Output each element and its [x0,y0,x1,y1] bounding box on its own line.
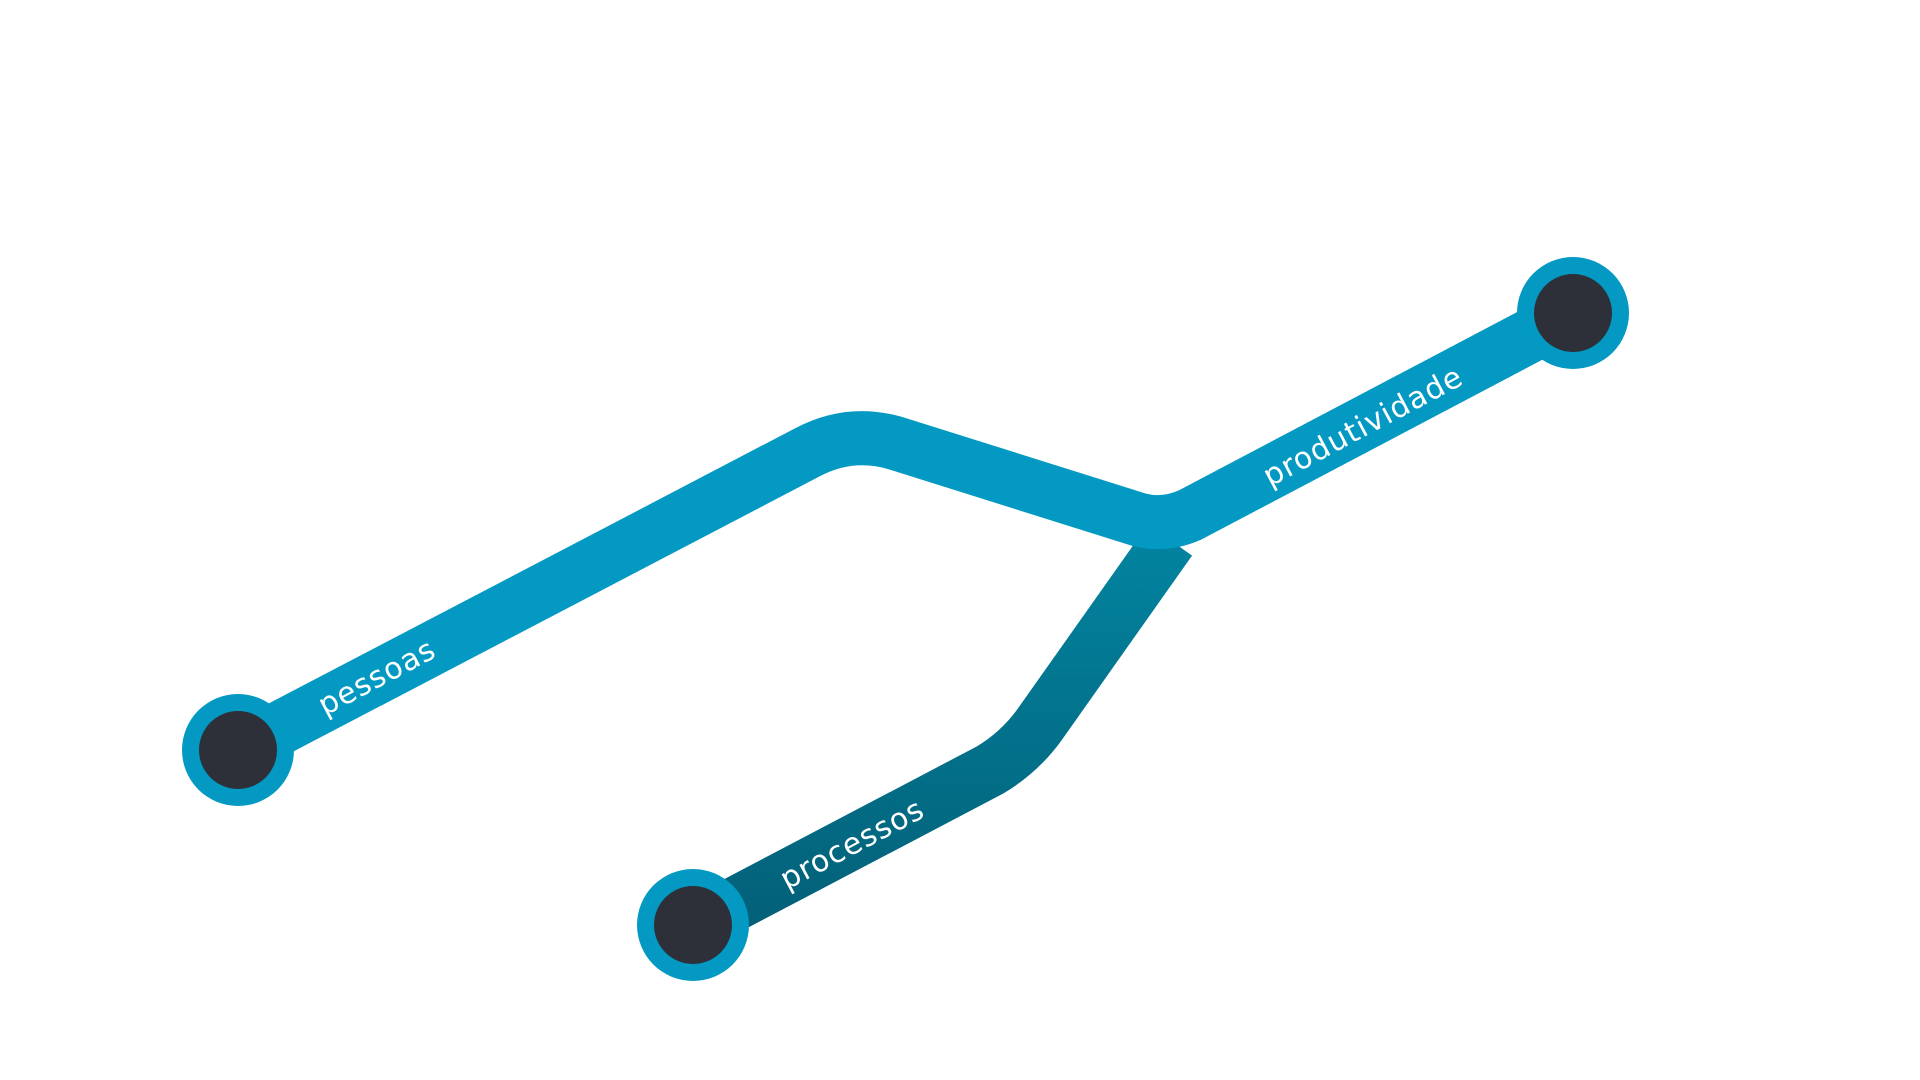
label-produtividade: produtividade [1257,359,1469,494]
pessoas-node [182,694,294,806]
node-core [1534,274,1612,352]
processos-path [682,524,1193,949]
processos-node [637,869,749,981]
main-path [225,288,1588,774]
node-core [199,711,277,789]
produtividade-node [1517,257,1629,369]
node-core [654,886,732,964]
